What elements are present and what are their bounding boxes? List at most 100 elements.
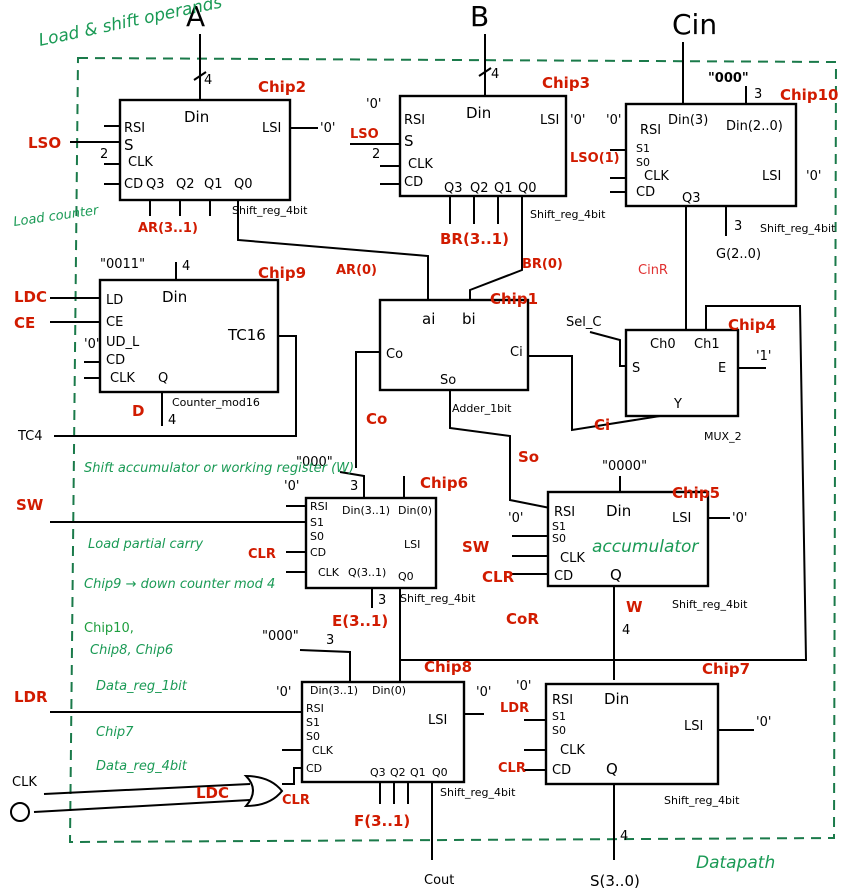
note-load-counter: Load counter	[12, 203, 100, 230]
chip2-lsi: LSI	[262, 121, 281, 136]
chip8-name: Chip8	[424, 658, 472, 676]
chip6-type: Shift_reg_4bit	[400, 592, 476, 605]
signal-w: W	[626, 598, 643, 616]
chip9-type: Counter_mod16	[172, 396, 260, 409]
chip9-udl: UD_L	[106, 335, 140, 350]
signal-cor: CoR	[506, 610, 539, 628]
chip4-e-const: '1'	[756, 349, 771, 364]
chip3-rsi: RSI	[404, 113, 425, 128]
chip5-clr: CLR	[482, 568, 515, 586]
chip10-rsi: RSI	[640, 123, 661, 138]
chip8-q0: Q0	[432, 766, 448, 779]
signal-ldr: LDR	[14, 688, 48, 706]
chip2-out: AR(3..1)	[138, 221, 198, 236]
chip5-din: Din	[606, 502, 631, 520]
chip8-clk: CLK	[312, 744, 334, 757]
chip3-cd: CD	[404, 175, 423, 190]
chip1-ci: Ci	[510, 345, 523, 360]
chip8-block	[300, 680, 466, 784]
chip9-const: "0011"	[100, 257, 145, 272]
chip6-out-width: 3	[378, 593, 386, 608]
chip10-name: Chip10	[780, 86, 838, 104]
chip8-s0: S0	[306, 730, 320, 743]
chip7-name: Chip7	[702, 660, 750, 678]
signal-ce: CE	[14, 314, 35, 332]
chip6-q0: Q0	[398, 570, 414, 583]
signal-br0: BR(0)	[522, 257, 563, 272]
chip8-cd: CD	[306, 762, 322, 775]
chip1-bi: bi	[462, 310, 476, 328]
chip10-out: G(2..0)	[716, 247, 761, 262]
chip3-lsi-const: '0'	[570, 113, 585, 128]
signal-tc4: TC4	[17, 429, 43, 444]
signal-co: Co	[366, 410, 387, 428]
chip9-const-width: 4	[182, 259, 190, 274]
chip10-s1: S1	[636, 142, 650, 155]
chip7-clk: CLK	[560, 743, 585, 758]
chip1-so: So	[440, 373, 456, 388]
chip2-s: S	[124, 136, 134, 154]
chip4-name: Chip4	[728, 316, 776, 334]
chip5-rsi: RSI	[554, 505, 575, 520]
wire-br0	[469, 196, 523, 300]
chip5-type: Shift_reg_4bit	[672, 598, 748, 611]
chip6-cd: CD	[310, 546, 326, 559]
chip9-cd: CD	[106, 353, 125, 368]
chip10-cd: CD	[636, 185, 655, 200]
chip5-rsi-const: '0'	[508, 511, 523, 526]
bus-b-slash	[478, 67, 492, 77]
chip5-block	[546, 490, 710, 588]
chip10-rsi-const: '0'	[606, 113, 621, 128]
chip10-const-width: 3	[754, 87, 762, 102]
chip9-tc: TC16	[227, 326, 266, 344]
chip4-s: S	[632, 361, 640, 376]
wire-or-in	[33, 799, 251, 813]
note-shift-acc: Shift accumulator or working register (W…	[84, 461, 354, 476]
note-chip7: Chip7	[96, 725, 134, 740]
chip2-q3: Q3	[146, 177, 165, 192]
chip6-clk: CLK	[318, 566, 340, 579]
chip3-q0: Q0	[518, 181, 537, 196]
chip7-s0: S0	[552, 724, 566, 737]
chip8-rsi-const: '0'	[276, 685, 291, 700]
chip4-sel-wire	[589, 331, 626, 367]
note-datapath: Datapath	[696, 853, 775, 873]
chip7-block	[544, 682, 720, 786]
chip6-out: E(3..1)	[332, 612, 388, 630]
chip7-rsi-const: '0'	[516, 679, 531, 694]
chip3-rsi-const: '0'	[366, 97, 381, 112]
chip6-q31: Q(3..1)	[348, 566, 386, 579]
chip9-out: D	[132, 402, 144, 420]
chip1-co: Co	[386, 347, 403, 362]
signal-ldc: LDC	[14, 288, 47, 306]
note-data-reg-1bit: Data_reg_1bit	[96, 679, 188, 694]
chip2-block	[118, 98, 292, 202]
chip8-q1: Q1	[410, 766, 426, 779]
wire-clk	[43, 783, 251, 795]
chip8-const-width: 3	[326, 633, 334, 648]
chip2-name: Chip2	[258, 78, 306, 96]
chip6-rsi-const: '0'	[284, 479, 299, 494]
note-chip8: Chip8, Chip6	[90, 643, 173, 658]
chip5-sw: SW	[462, 538, 490, 556]
chip3-q3: Q3	[444, 181, 463, 196]
chip6-clr: CLR	[248, 547, 276, 562]
chip4-y: Y	[673, 397, 682, 412]
chip6-const-wire	[339, 471, 365, 498]
chip7-lsi-const: '0'	[756, 715, 771, 730]
signal-lso: LSO	[28, 134, 61, 152]
chip8-q3: Q3	[370, 766, 386, 779]
chip9-udl-const: '0'	[84, 337, 99, 352]
chip3-clk: CLK	[408, 157, 433, 172]
chip7-rsi: RSI	[552, 693, 573, 708]
chip4-selc: Sel_C	[566, 315, 601, 330]
chip5-clk: CLK	[560, 551, 585, 566]
chip7-din: Din	[604, 690, 629, 708]
note-load-partial: Load partial carry	[88, 537, 203, 552]
input-a-label: A	[186, 0, 205, 33]
signal-ci: Ci	[594, 416, 610, 434]
chip6-din31: Din(3..1)	[342, 504, 390, 517]
chip10-out-width: 3	[734, 219, 742, 234]
chip8-lsi-const: '0'	[476, 685, 491, 700]
chip1-type: Adder_1bit	[452, 402, 512, 415]
